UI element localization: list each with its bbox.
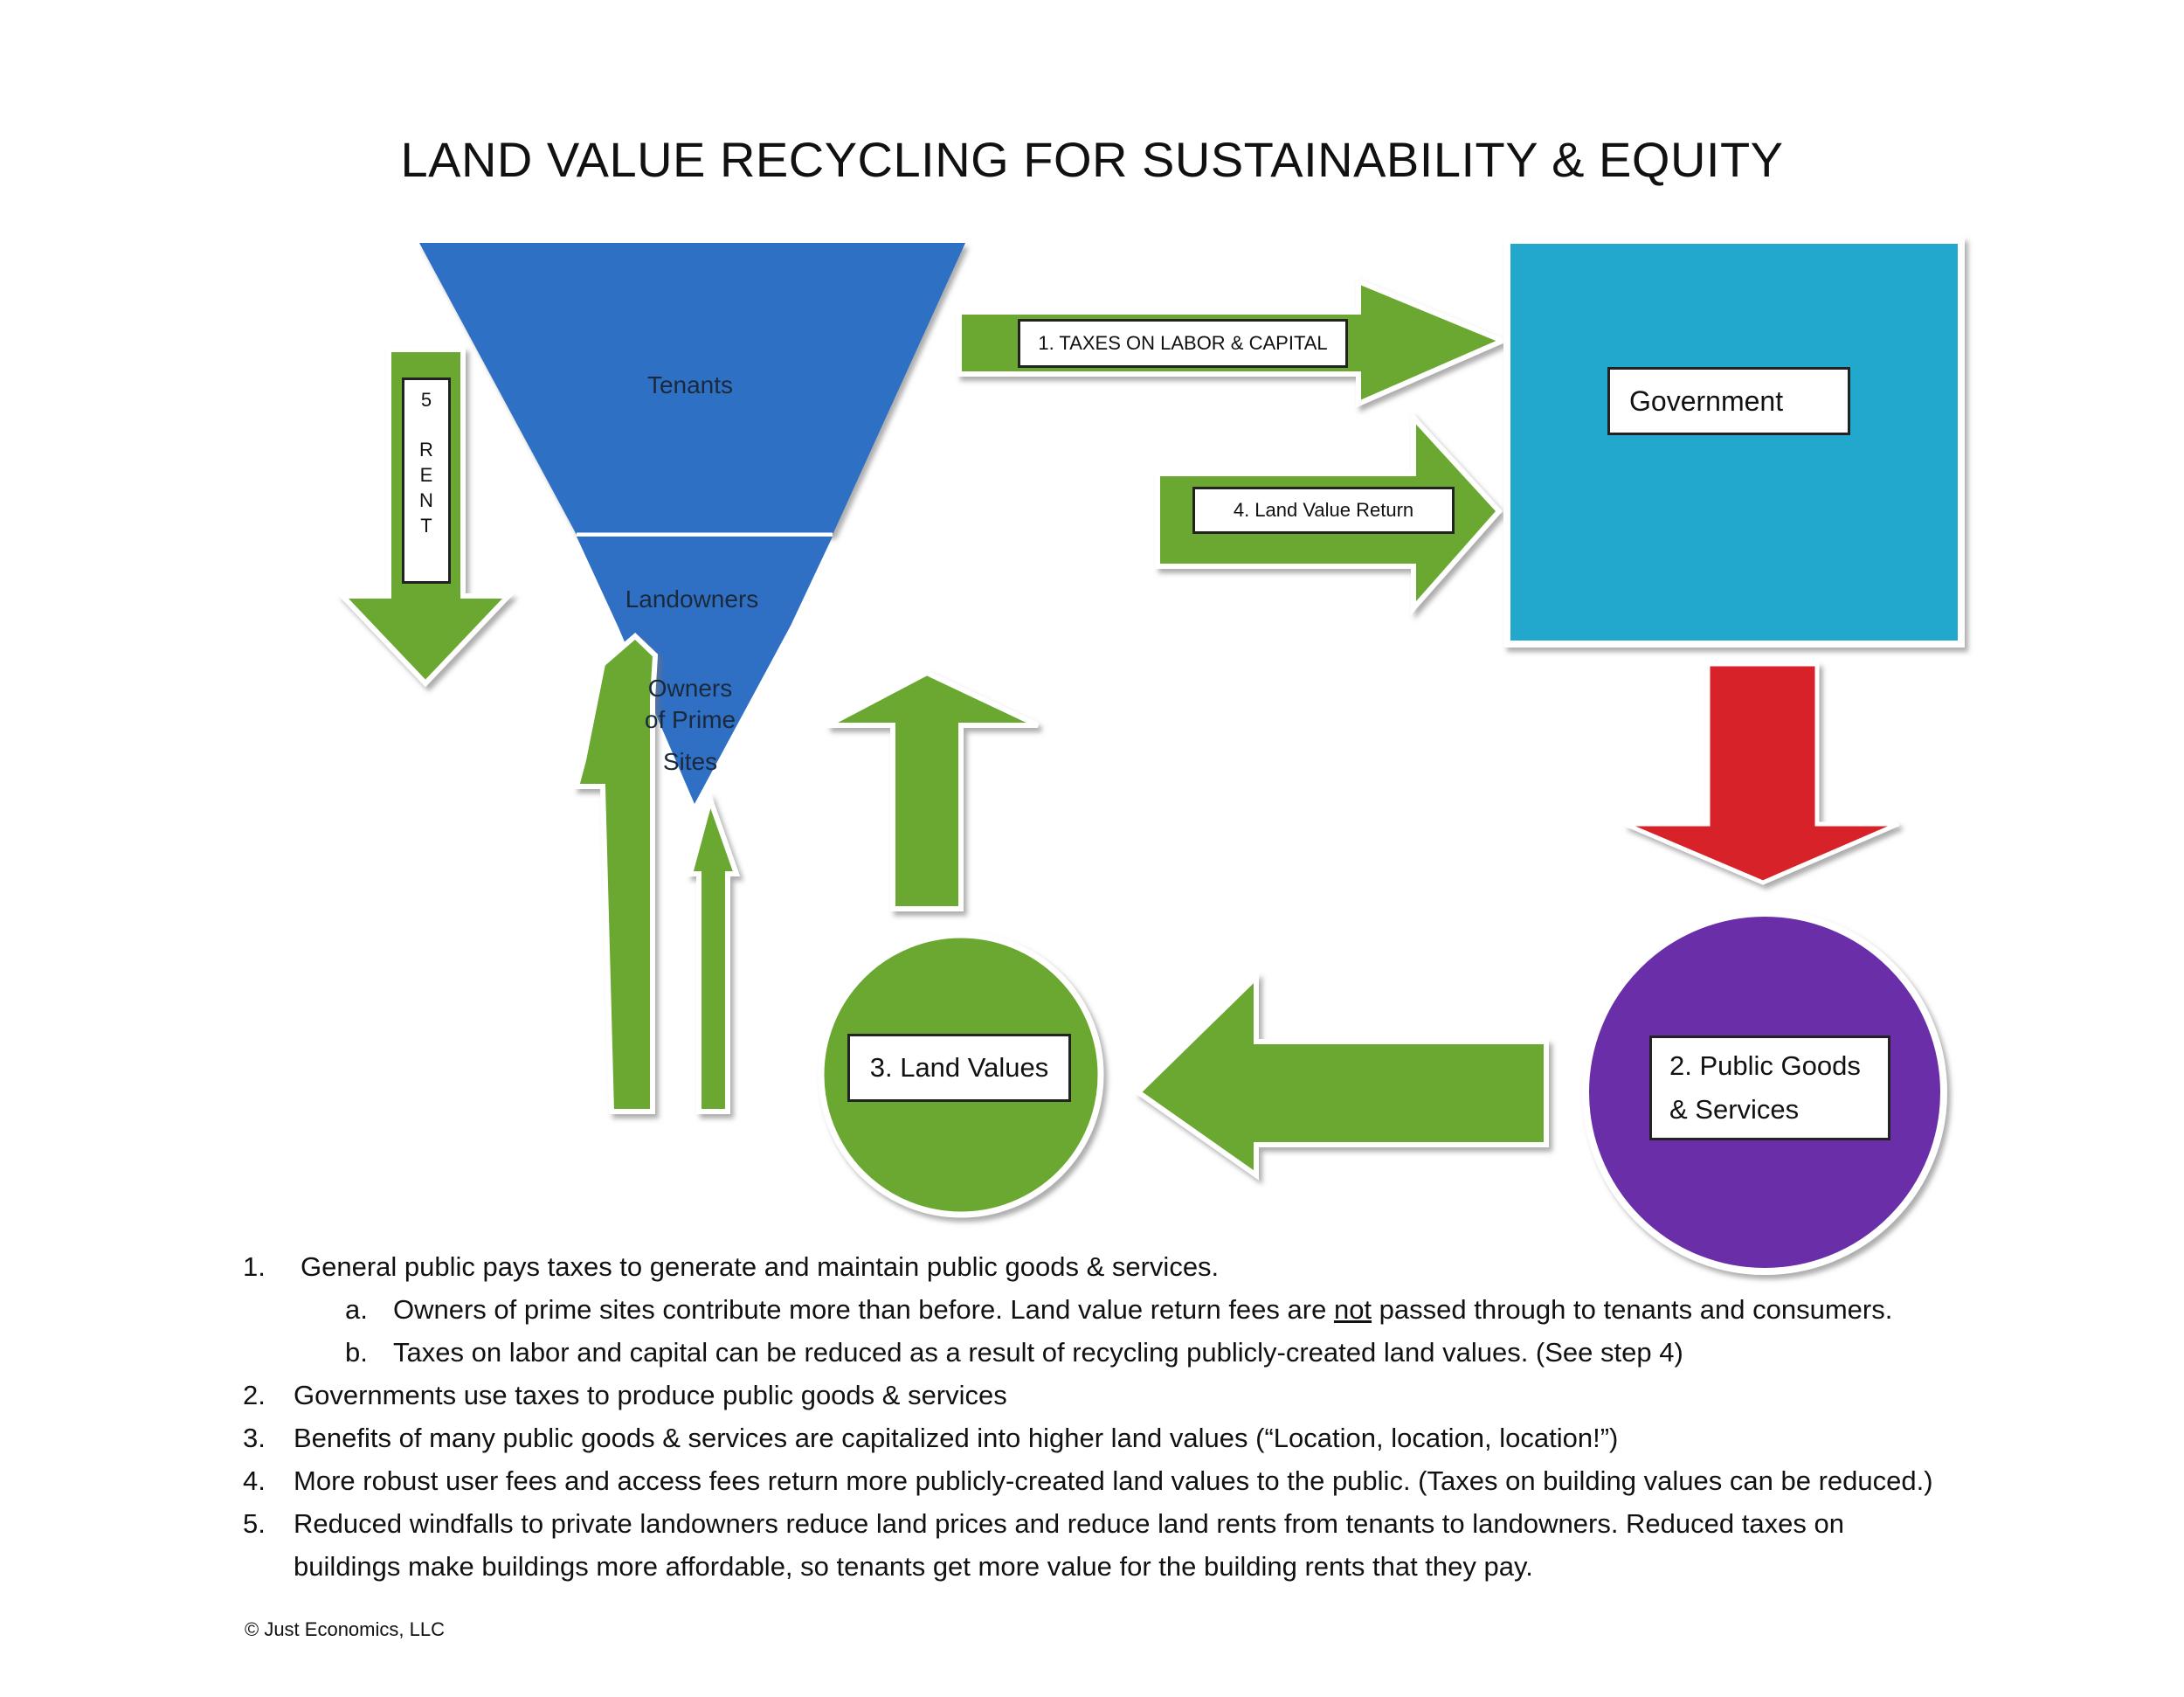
note-number: a.: [345, 1294, 368, 1325]
note-number: 3.: [243, 1423, 266, 1453]
note-text: buildings make buildings more affordable…: [294, 1551, 1533, 1582]
note-item: 5. Reduced windfalls to private landowne…: [236, 1502, 2070, 1545]
triangle-landowners-section: [577, 537, 833, 626]
note-text: Reduced windfalls to private landowners …: [294, 1508, 1844, 1539]
note-item: 3. Benefits of many public goods & servi…: [236, 1416, 2070, 1459]
land-value-return-label-box: 4. Land Value Return: [1192, 487, 1455, 534]
note-number: b.: [345, 1337, 368, 1368]
land-values-up-arrow: [826, 669, 1040, 911]
note-item: buildings make buildings more affordable…: [236, 1545, 2070, 1588]
note-text: General public pays taxes to generate an…: [301, 1251, 1220, 1282]
note-text: More robust user fees and access fees re…: [294, 1465, 1933, 1496]
note-item: 4. More robust user fees and access fees…: [236, 1459, 2070, 1502]
note-item: 2. Governments use taxes to produce publ…: [236, 1374, 2070, 1416]
note-item: 1. General public pays taxes to generate…: [236, 1245, 2070, 1288]
inverted-triangle: [419, 243, 965, 804]
left-up-arrow-large: [573, 632, 659, 1114]
note-text: Benefits of many public goods & services…: [294, 1423, 1619, 1453]
government-box: [1503, 237, 1965, 648]
note-number: 5.: [243, 1508, 266, 1539]
government-label-box: Government: [1607, 367, 1850, 435]
landowners-label: Landowners: [625, 585, 759, 613]
red-down-arrow: [1624, 661, 1899, 885]
public-goods-label-box: 2. Public Goods & Services: [1649, 1036, 1890, 1140]
triangle-prime-sites-section: [618, 626, 791, 804]
left-arrow-to-land-values: [1134, 970, 1549, 1181]
prime-sites-label: Owners of Prime Sites: [644, 675, 736, 775]
land-values-label-box: 3. Land Values: [847, 1034, 1071, 1102]
triangle-tenants-section: [419, 243, 965, 535]
notes-list: 1. General public pays taxes to generate…: [236, 1245, 2070, 1588]
rent-label-box: 5 R E N T: [402, 377, 451, 584]
note-item: b. Taxes on labor and capital can be red…: [236, 1331, 2070, 1374]
note-number: 4.: [243, 1465, 266, 1496]
left-up-arrow-small: [687, 790, 741, 1114]
note-text: Taxes on labor and capital can be reduce…: [393, 1337, 1683, 1368]
copyright-text: © Just Economics, LLC: [245, 1618, 445, 1640]
tenants-label: Tenants: [646, 371, 734, 398]
note-item: a. Owners of prime sites contribute more…: [236, 1288, 2070, 1331]
page-title: LAND VALUE RECYCLING FOR SUSTAINABILITY …: [400, 132, 1784, 187]
note-text: Governments use taxes to produce public …: [294, 1380, 1007, 1410]
taxes-label-box: 1. TAXES ON LABOR & CAPITAL: [1018, 319, 1348, 368]
note-number: 1.: [243, 1251, 266, 1282]
note-number: 2.: [243, 1380, 266, 1410]
note-text: Owners of prime sites contribute more th…: [393, 1294, 1893, 1325]
